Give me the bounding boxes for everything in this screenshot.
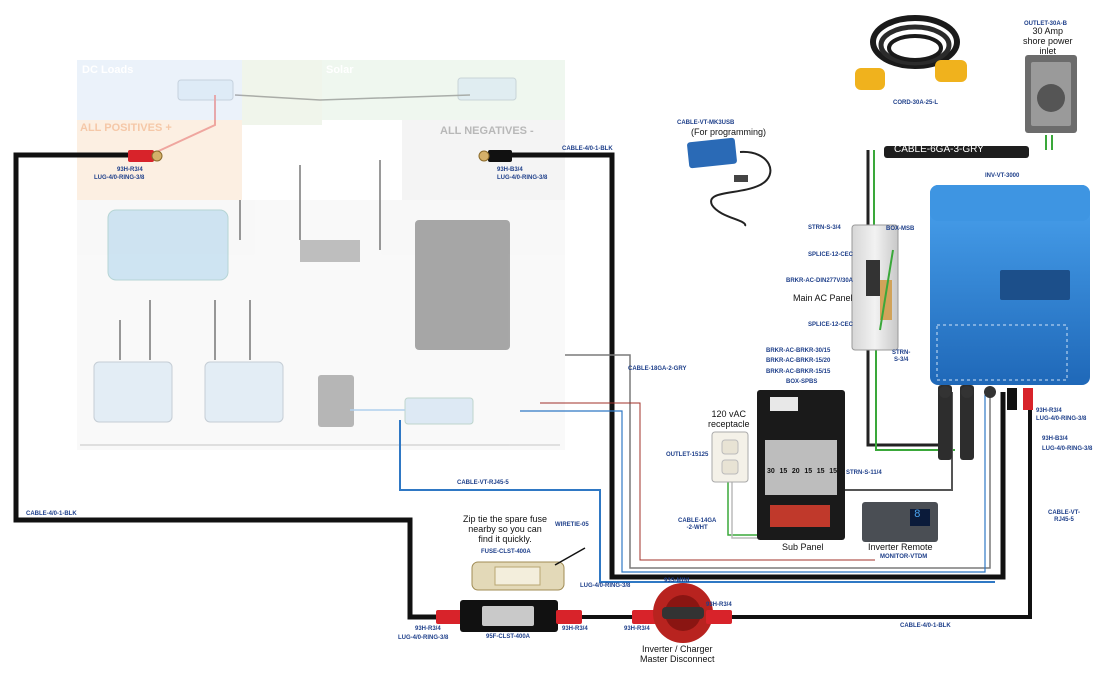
breaker-rating: 20 bbox=[791, 468, 800, 475]
splice-top-label: SPLICE-12-CEC bbox=[808, 252, 854, 258]
inverter-neg-lug: LUG-4/0-RING-3/8 bbox=[1042, 446, 1093, 452]
zone-all-negatives: ALL NEGATIVES - bbox=[440, 125, 534, 137]
shore-inlet-graphic bbox=[1025, 55, 1077, 133]
cable-label-rj45-right: CABLE-VT- RJ45-5 bbox=[1048, 510, 1080, 523]
breaker-rating: 15 bbox=[804, 468, 813, 475]
spare-fuse-graphic bbox=[471, 547, 586, 591]
cable-label-rj45-mid: CABLE-VT-RJ45-5 bbox=[457, 480, 509, 486]
breaker-rating: 15 bbox=[829, 468, 837, 475]
outlet-15125-label: OUTLET-15125 bbox=[666, 452, 709, 458]
breaker-rating: 15 bbox=[779, 468, 788, 475]
breaker-rating: 30 bbox=[767, 468, 775, 475]
cable-6ga-graphic bbox=[884, 146, 1029, 158]
fuse-right-terminal: 93H-R3/4 bbox=[562, 626, 588, 632]
breaker-15-15-label: BRKR-AC-BRKR-15/15 bbox=[766, 369, 831, 375]
receptacle-caption: 120 vAC receptacle bbox=[708, 409, 750, 429]
cable-label-18ga: CABLE-18GA-2-GRY bbox=[628, 366, 687, 372]
sub-panel-caption: Sub Panel bbox=[782, 542, 824, 552]
switch-left-terminal: 93H-R3/4 bbox=[624, 626, 650, 632]
strain-relief-sub: STRN-S-11/4 bbox=[846, 470, 882, 476]
outlet-30a-caption: 30 Amp shore power inlet bbox=[1023, 26, 1073, 56]
main-ac-panel-graphic bbox=[851, 224, 899, 351]
inverter-remote-graphic bbox=[862, 502, 938, 542]
inverter-graphic bbox=[930, 185, 1090, 410]
cord-label: CORD-30A-25-L bbox=[893, 100, 939, 106]
breaker-rating: 15 bbox=[816, 468, 825, 475]
inverter-pos-terminal: 93H-R3/4 bbox=[1036, 408, 1062, 414]
wiretie-label: WIRETIE-05 bbox=[555, 522, 589, 528]
inverter-pos-lug: LUG-4/0-RING-3/8 bbox=[1036, 416, 1087, 422]
cable-label-6ga: CABLE-6GA-3-GRY bbox=[894, 144, 984, 155]
positive-lug-top bbox=[128, 150, 154, 162]
spare-fuse-label: FUSE-CLST-400A bbox=[481, 549, 531, 555]
splice-bottom-label: SPLICE-12-CEC bbox=[808, 322, 854, 328]
box-spbs-label: BOX-SPBS bbox=[786, 379, 818, 385]
zone-all-positives: ALL POSITIVES + bbox=[80, 122, 172, 134]
inverter-remote-caption: Inverter Remote bbox=[868, 542, 933, 552]
switch-top-label: 93S-MINI bbox=[664, 578, 690, 584]
sub-panel-graphic bbox=[757, 390, 845, 540]
breaker-15-20-label: BRKR-AC-BRKR-15/20 bbox=[766, 358, 831, 364]
fuse-left-lug: LUG-4/0-RING-3/8 bbox=[398, 635, 449, 641]
zone-dc-loads: DC Loads bbox=[82, 64, 134, 76]
main-ac-panel-caption: Main AC Panel bbox=[793, 293, 853, 303]
cable-label-mk3usb: CABLE-VT-MK3USB bbox=[677, 120, 735, 126]
switch-right-terminal: 93H-R3/4 bbox=[706, 602, 732, 608]
cable-label-left: CABLE-4/0-1-BLK bbox=[26, 511, 77, 517]
breaker-ratings: 30 15 20 15 15 15 bbox=[767, 468, 837, 475]
background-zones bbox=[77, 60, 565, 450]
strain-relief-bottom: STRN- S-3/4 bbox=[892, 350, 911, 363]
pos-terminal-label: 93H-R3/4 bbox=[117, 167, 143, 173]
fuse-block-label: 95F-CLST-400A bbox=[486, 634, 531, 640]
usb-interface-graphic bbox=[687, 137, 772, 227]
neg-terminal-label: 93H-B3/4 bbox=[497, 167, 523, 173]
inverter-label: INV-VT-3000 bbox=[985, 173, 1020, 179]
strain-relief-top: STRN-S-3/4 bbox=[808, 225, 841, 231]
cable-label-14ga: CABLE-14GA -2-WHT bbox=[678, 518, 717, 531]
remote-display-value: 8 bbox=[914, 509, 921, 521]
outlet-30a-code: OUTLET-30A-B bbox=[1024, 21, 1068, 27]
disconnect-caption: Inverter / Charger Master Disconnect bbox=[640, 644, 715, 664]
cable-label-bottom: CABLE-4/0-1-BLK bbox=[900, 623, 951, 629]
inverter-neg-terminal: 93H-B3/4 bbox=[1042, 436, 1068, 442]
disconnect-switch-graphic bbox=[632, 583, 732, 643]
shore-power-cord bbox=[855, 15, 967, 90]
neg-lug-label: LUG-4/0-RING-3/8 bbox=[497, 175, 548, 181]
cable-label-top: CABLE-4/0-1-BLK bbox=[562, 146, 613, 152]
receptacle-graphic bbox=[711, 431, 749, 483]
zip-tie-note: Zip tie the spare fuse nearby so you can… bbox=[463, 514, 548, 544]
monitor-label: MONITOR-VTDM bbox=[880, 554, 928, 560]
box-msb-label: BOX-MSB bbox=[886, 226, 915, 232]
negative-lug-top bbox=[488, 150, 512, 162]
zone-solar: Solar bbox=[326, 64, 354, 76]
programming-note: (For programming) bbox=[691, 127, 767, 137]
fuse-top-lug: LUG-4/0-RING-3/8 bbox=[580, 583, 631, 589]
pos-lug-label: LUG-4/0-RING-3/8 bbox=[94, 175, 145, 181]
breaker-30-15-label: BRKR-AC-BRKR-30/15 bbox=[766, 348, 831, 354]
existing-system-faint bbox=[80, 77, 560, 446]
fuse-block-graphic bbox=[436, 600, 582, 632]
fuse-left-terminal: 93H-R3/4 bbox=[415, 626, 441, 632]
main-breaker-label: BRKR-AC-DIN277V/30A bbox=[786, 278, 854, 284]
